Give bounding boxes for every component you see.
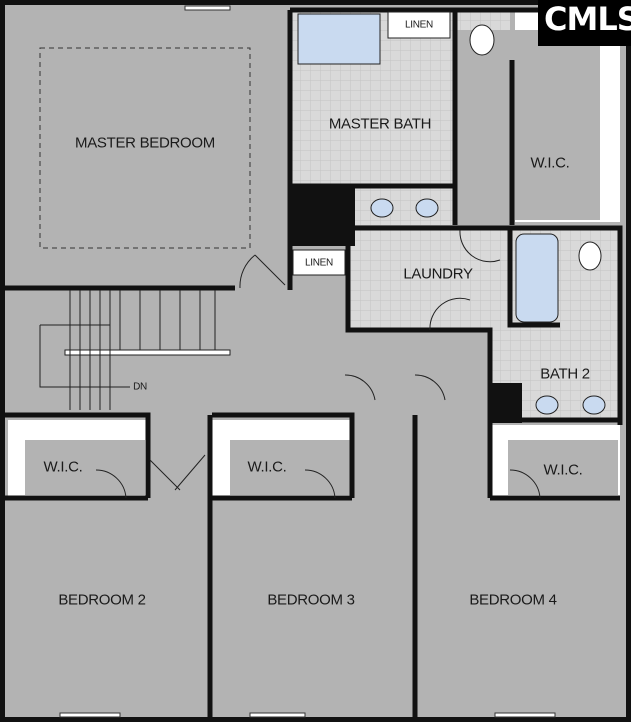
room-label-bedroom2: BEDROOM 2 [58, 591, 146, 609]
wic2-inner [25, 440, 145, 495]
chase-block-2 [488, 383, 522, 423]
stairs-down-label: DN [133, 381, 147, 393]
room-label-bedroom3: BEDROOM 3 [267, 591, 355, 609]
room-label-wic3: W.I.C. [247, 458, 287, 476]
room-label-bedroom4: BEDROOM 4 [469, 591, 557, 609]
shower [297, 13, 381, 65]
master-wic-inner [455, 30, 600, 220]
laundry-floor [350, 230, 510, 330]
room-label-master-wic: W.I.C. [530, 154, 570, 172]
logo-text: CMLS [544, 0, 631, 38]
room-label-linen-hall: LINEN [305, 257, 333, 269]
tray-ceiling [39, 47, 251, 249]
wic3-inner [230, 440, 350, 495]
room-label-master-bedroom: MASTER BEDROOM [75, 134, 215, 152]
toilet-master [469, 24, 495, 56]
windows [59, 5, 556, 718]
room-label-wic4: W.I.C. [543, 461, 583, 479]
linen-hall-box [292, 249, 346, 276]
room-label-bath2: BATH 2 [540, 365, 590, 383]
tub [515, 233, 559, 323]
chase-block [290, 186, 355, 246]
toilet-bath2 [578, 241, 602, 271]
room-label-master-bath: MASTER BATH [328, 115, 432, 133]
room-label-laundry: LAUNDRY [403, 265, 473, 283]
linen-bath-box [387, 11, 451, 39]
sinks [370, 198, 606, 415]
doors [95, 229, 541, 499]
room-label-wic2: W.I.C. [43, 458, 83, 476]
cmls-logo: CMLS [538, 0, 631, 46]
stairs [39, 290, 231, 410]
room-label-linen-bath: LINEN [405, 19, 433, 31]
wic4-inner [508, 440, 618, 495]
